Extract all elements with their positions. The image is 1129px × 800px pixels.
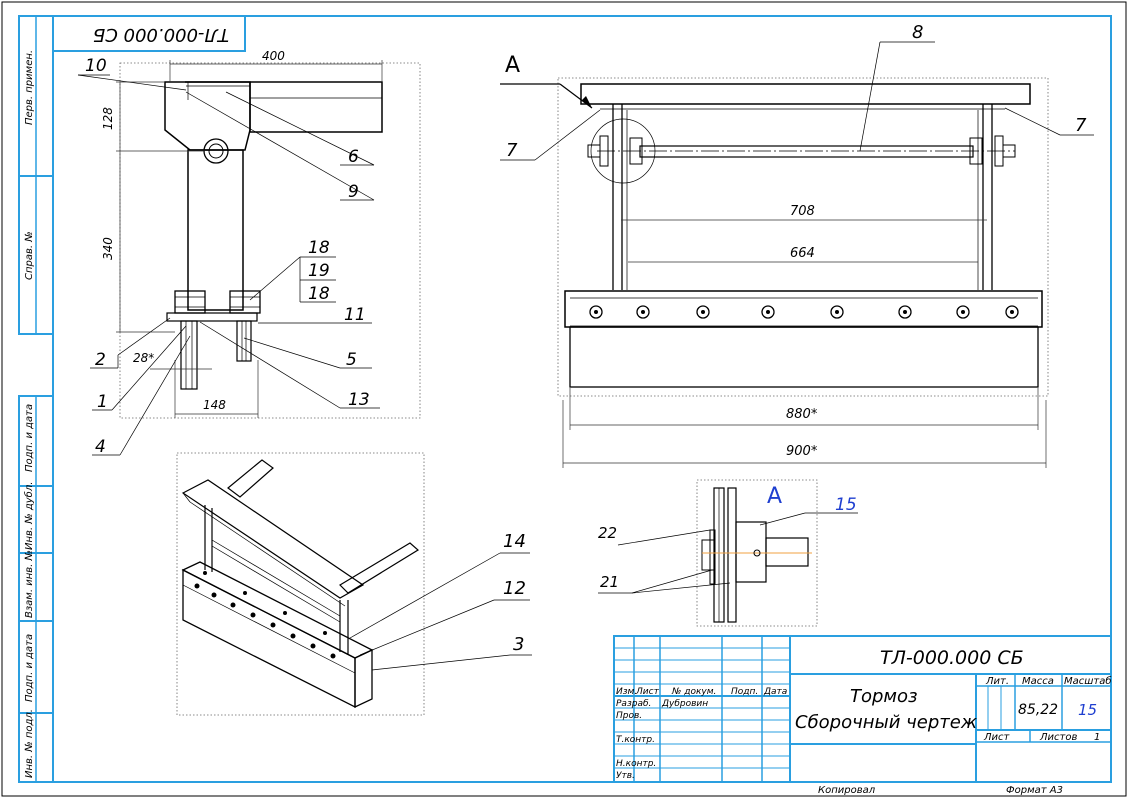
- stamp-podp-data-1: Подп. и дата: [24, 404, 35, 472]
- sheets-label: Листов: [1039, 732, 1077, 743]
- dim-708: 708: [790, 204, 815, 219]
- isometric-view: 14 12 3: [176, 452, 532, 716]
- dim-340: 340: [101, 237, 115, 260]
- rotated-designation-box: ТЛ-000.000 СБ: [52, 15, 246, 52]
- stamp-vzam-inv: Взам. инв. №: [24, 550, 35, 618]
- row-razrab: Разраб.: [616, 699, 651, 709]
- sheets-value: 1: [1094, 732, 1100, 743]
- part-1: 1: [97, 392, 108, 412]
- part-22: 22: [598, 524, 617, 542]
- part-11: 11: [344, 305, 366, 325]
- format-label: Формат А3: [1006, 785, 1063, 796]
- col-izm: Изм.: [616, 687, 637, 697]
- stamp-inv-podl: Инв. № подл.: [24, 709, 35, 778]
- drawing-name-2: Сборочный чертеж: [795, 712, 978, 733]
- view-a-label: A: [505, 53, 520, 78]
- row-utv: Утв.: [616, 771, 635, 781]
- part-7a: 7: [506, 140, 518, 161]
- stamp-podp-data-2: Подп. и дата: [24, 634, 35, 702]
- part-19: 19: [308, 261, 330, 281]
- stamp-inv-dubl: Инв. № дубл.: [23, 482, 35, 550]
- part-18b: 18: [308, 284, 330, 304]
- dim-400: 400: [262, 49, 285, 63]
- dim-664: 664: [790, 246, 815, 261]
- detail-a-label: A: [767, 484, 782, 509]
- part-15: 15: [835, 495, 857, 515]
- stamp-perv-primen: Перв. примен.: [24, 50, 35, 125]
- part-13: 13: [348, 390, 370, 410]
- side-view: 400 128 340 28* 148: [77, 49, 421, 457]
- iso-bolts: [194, 571, 336, 659]
- col-doc: № докум.: [671, 687, 716, 697]
- part-18a: 18: [308, 238, 330, 258]
- scale-value: 15: [1078, 701, 1097, 719]
- col-date: Дата: [763, 687, 787, 697]
- dim-28: 28*: [133, 351, 154, 365]
- drawing-name-1: Тормоз: [850, 686, 918, 707]
- stamp-sprav-no: Справ. №: [24, 231, 35, 280]
- part-3: 3: [513, 634, 524, 655]
- part-6: 6: [348, 147, 359, 167]
- part-7b: 7: [1075, 115, 1087, 136]
- front-view: 708 664 880* 900* A: [500, 22, 1094, 468]
- dim-900: 900*: [786, 444, 818, 459]
- lit-label: Лит.: [985, 676, 1009, 687]
- row-tkontr: Т.контр.: [616, 735, 655, 745]
- dim-880: 880*: [786, 407, 818, 422]
- left-stamp-column: Перв. примен. Справ. № Подп. и дата Инв.…: [18, 15, 54, 783]
- dim-148: 148: [203, 398, 226, 412]
- mass-value: 85,22: [1018, 702, 1058, 718]
- row-prov: Пров.: [616, 711, 642, 721]
- rotated-designation: ТЛ-000.000 СБ: [93, 24, 229, 45]
- part-2: 2: [95, 350, 106, 370]
- bolt-row: [589, 305, 1019, 319]
- row-nkontr: Н.контр.: [616, 759, 656, 769]
- designation: ТЛ-000.000 СБ: [880, 647, 1024, 669]
- part-10: 10: [85, 56, 107, 76]
- title-block: ТЛ-000.000 СБ Тормоз Сборочный чертеж Из…: [613, 635, 1112, 796]
- detail-a-view: A 15 22 21: [598, 479, 858, 627]
- part-14: 14: [503, 531, 526, 552]
- dim-128: 128: [101, 107, 115, 130]
- col-list: Лист: [635, 687, 660, 697]
- razrab-name: Дубровин: [661, 699, 708, 709]
- part-12: 12: [503, 578, 526, 599]
- col-sign: Подп.: [731, 687, 758, 697]
- part-21: 21: [600, 573, 619, 591]
- sheet-label: Лист: [983, 732, 1011, 743]
- scale-label: Масштаб: [1064, 675, 1112, 687]
- part-4: 4: [95, 437, 106, 457]
- mass-label: Масса: [1022, 676, 1054, 687]
- part-5: 5: [346, 350, 357, 370]
- part-8: 8: [912, 22, 923, 43]
- copied-label: Копировал: [818, 785, 876, 796]
- part-9: 9: [348, 182, 359, 202]
